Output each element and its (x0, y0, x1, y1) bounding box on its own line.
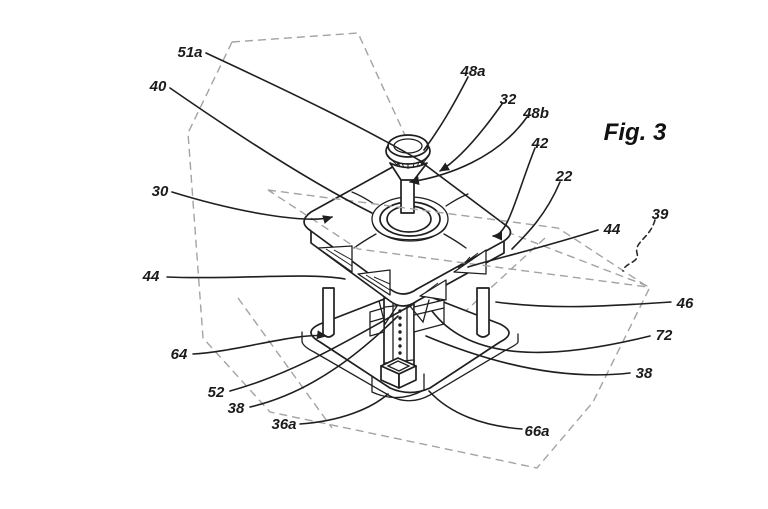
leader-51a (205, 52, 425, 164)
leader-48b (409, 116, 528, 186)
leader-44-left (166, 275, 346, 280)
ref-label-44-right: 44 (603, 221, 621, 238)
reference-labels: 51a 40 30 44 64 52 38 36a 48a 32 48b 42 … (142, 44, 694, 440)
ref-label-39: 39 (652, 206, 669, 223)
leader-38-right (425, 335, 631, 376)
ref-label-51a: 51a (177, 44, 202, 61)
leader-42 (492, 147, 536, 241)
support-legs (322, 287, 490, 338)
leader-40 (169, 87, 373, 214)
ref-label-64: 64 (171, 346, 188, 363)
ref-label-48b: 48b (522, 105, 549, 122)
ref-label-46: 46 (676, 295, 694, 312)
knob (385, 134, 431, 214)
leader-64 (192, 330, 327, 355)
ref-label-72: 72 (656, 327, 673, 344)
ref-label-36a: 36a (271, 416, 296, 433)
leader-44-right (467, 229, 599, 268)
ref-label-38-right: 38 (636, 365, 653, 382)
corner-braces (378, 299, 430, 326)
leader-72 (431, 310, 651, 354)
foot-block (371, 357, 425, 399)
ref-label-40: 40 (149, 78, 167, 95)
leader-66a (428, 390, 523, 430)
ref-label-30: 30 (152, 183, 169, 200)
leader-22 (511, 181, 561, 250)
ref-label-42: 42 (531, 135, 549, 152)
gusset-brackets (317, 245, 487, 301)
leader-lines (166, 52, 672, 430)
knurl-ticks (385, 152, 431, 169)
ref-label-66a: 66a (524, 423, 549, 440)
ref-label-22: 22 (555, 168, 573, 185)
leader-52 (229, 304, 413, 392)
leader-48a (423, 76, 469, 151)
dashed-reference-plane (267, 189, 649, 288)
ref-label-38-left: 38 (228, 400, 245, 417)
leader-32 (439, 103, 503, 172)
figure-caption: Fig. 3 (604, 119, 667, 146)
dashed-boundary-hexagon (187, 32, 651, 469)
ref-label-44-left: 44 (142, 268, 160, 285)
ref-label-32: 32 (500, 91, 517, 108)
leader-46 (495, 301, 672, 308)
ref-label-48a: 48a (459, 63, 485, 80)
leader-39 (622, 219, 656, 272)
leader-36a (299, 393, 389, 425)
leader-38-left (249, 315, 399, 408)
ref-label-52: 52 (208, 384, 225, 401)
leader-30 (171, 191, 333, 224)
joystick-assembly-drawing (301, 134, 519, 402)
